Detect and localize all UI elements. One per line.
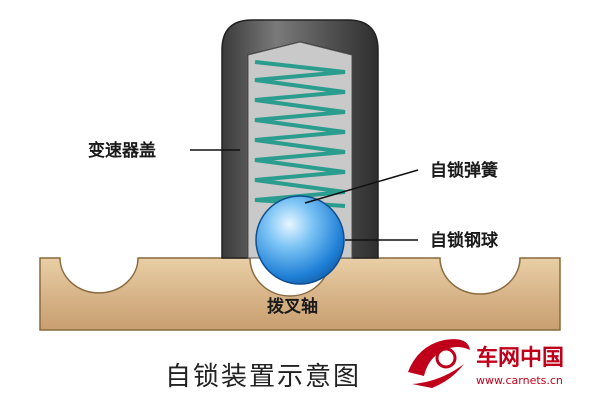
label-shift-fork-shaft: 拨叉轴	[267, 296, 318, 317]
self-lock-spring	[254, 60, 346, 208]
label-gearbox-cover: 变速器盖	[88, 140, 156, 161]
watermark-brand: 车网中国	[476, 345, 564, 371]
label-self-lock-ball: 自锁钢球	[430, 230, 499, 251]
shift-fork-shaft	[39, 257, 561, 331]
watermark-url: www.carnets.cn	[476, 374, 563, 387]
self-lock-ball	[255, 195, 345, 285]
carnets-logo-icon	[408, 339, 470, 388]
label-self-lock-spring: 自锁弹簧	[430, 160, 498, 181]
diagram-caption: 自锁装置示意图	[165, 362, 361, 392]
leader-line-spring	[304, 169, 419, 204]
